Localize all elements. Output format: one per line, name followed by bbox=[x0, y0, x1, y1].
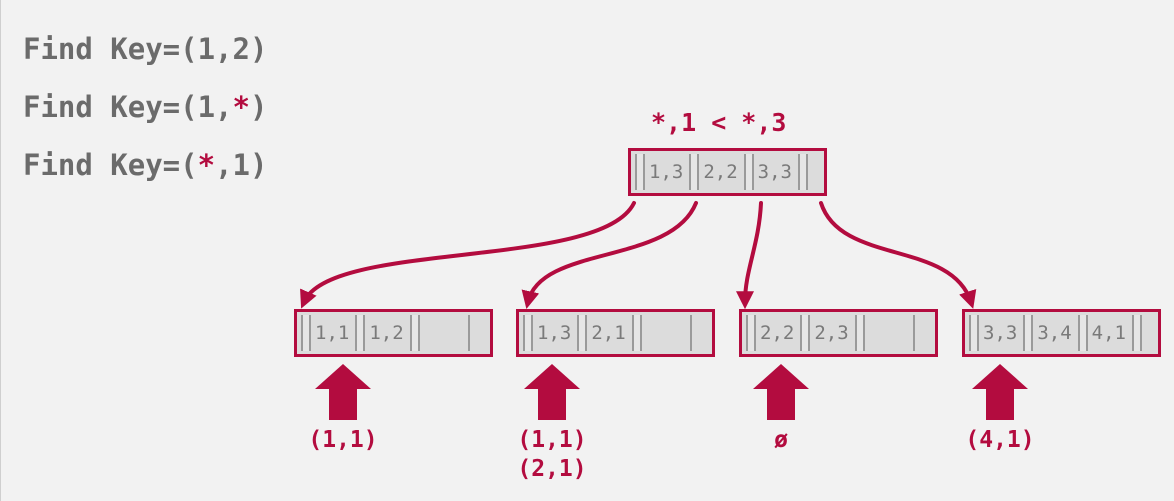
query-2: Find Key=(1,*) bbox=[23, 90, 268, 124]
node-separator bbox=[577, 315, 588, 351]
query-1: Find Key=(1,2) bbox=[23, 32, 268, 66]
edge-root-leaf1 bbox=[300, 201, 636, 309]
node-separator bbox=[912, 315, 923, 351]
node-key: 1,2 bbox=[369, 322, 404, 344]
scan-arrow-1-icon bbox=[315, 364, 371, 420]
node-separator bbox=[355, 315, 366, 351]
edge-root-leaf4 bbox=[819, 201, 977, 309]
node-key: 1,1 bbox=[315, 322, 350, 344]
node-separator bbox=[854, 315, 865, 351]
node-separator bbox=[689, 315, 700, 351]
leaf-node-4: 3,3 3,4 4,1 bbox=[962, 309, 1161, 357]
leaf-node-3: 2,2 2,3 bbox=[739, 309, 938, 357]
leaf-node-1: 1,1 1,2 bbox=[294, 309, 493, 357]
node-key: 2,2 bbox=[760, 322, 795, 344]
node-key: 2,2 bbox=[703, 161, 738, 183]
scan-arrow-3-icon bbox=[753, 364, 809, 420]
leaf-1-result: (1,1) bbox=[308, 427, 378, 453]
node-key: 4,1 bbox=[1091, 322, 1126, 344]
node-separator bbox=[301, 315, 311, 351]
node-key: 2,1 bbox=[591, 322, 626, 344]
node-separator bbox=[523, 315, 533, 351]
leaf-4-result: (4,1) bbox=[965, 427, 1035, 453]
node-key: 1,3 bbox=[649, 161, 684, 183]
node-separator bbox=[1131, 315, 1142, 351]
node-key: 2,3 bbox=[814, 322, 849, 344]
comparison-label: *,1 < *,3 bbox=[651, 108, 787, 137]
wildcard: * bbox=[232, 90, 250, 124]
node-key: 3,3 bbox=[757, 161, 792, 183]
node-separator bbox=[969, 315, 979, 351]
query-3: Find Key=(*,1) bbox=[23, 148, 268, 182]
node-key: 1,3 bbox=[537, 322, 572, 344]
scan-arrow-4-icon bbox=[972, 364, 1028, 420]
leaf-node-2: 1,3 2,1 bbox=[516, 309, 715, 357]
edge-root-leaf3 bbox=[736, 201, 763, 310]
node-separator bbox=[800, 315, 811, 351]
query-list: Find Key=(1,2) Find Key=(1,*) Find Key=(… bbox=[23, 30, 267, 204]
node-separator bbox=[797, 154, 808, 190]
node-separator bbox=[635, 154, 645, 190]
node-separator bbox=[631, 315, 642, 351]
node-separator bbox=[467, 315, 478, 351]
node-separator bbox=[1077, 315, 1088, 351]
leaf-2-result: (1,1)(2,1) bbox=[517, 427, 587, 482]
node-separator bbox=[743, 154, 754, 190]
node-separator bbox=[689, 154, 700, 190]
leaf-3-result: ø bbox=[774, 427, 788, 453]
scan-arrow-2-icon bbox=[524, 364, 580, 420]
node-separator bbox=[1023, 315, 1034, 351]
node-separator bbox=[409, 315, 420, 351]
node-key: 3,4 bbox=[1037, 322, 1072, 344]
node-key: 3,3 bbox=[983, 322, 1018, 344]
wildcard: * bbox=[197, 148, 216, 182]
node-separator bbox=[746, 315, 756, 351]
root-node: 1,3 2,2 3,3 bbox=[628, 148, 827, 196]
edge-root-leaf2 bbox=[521, 201, 698, 310]
